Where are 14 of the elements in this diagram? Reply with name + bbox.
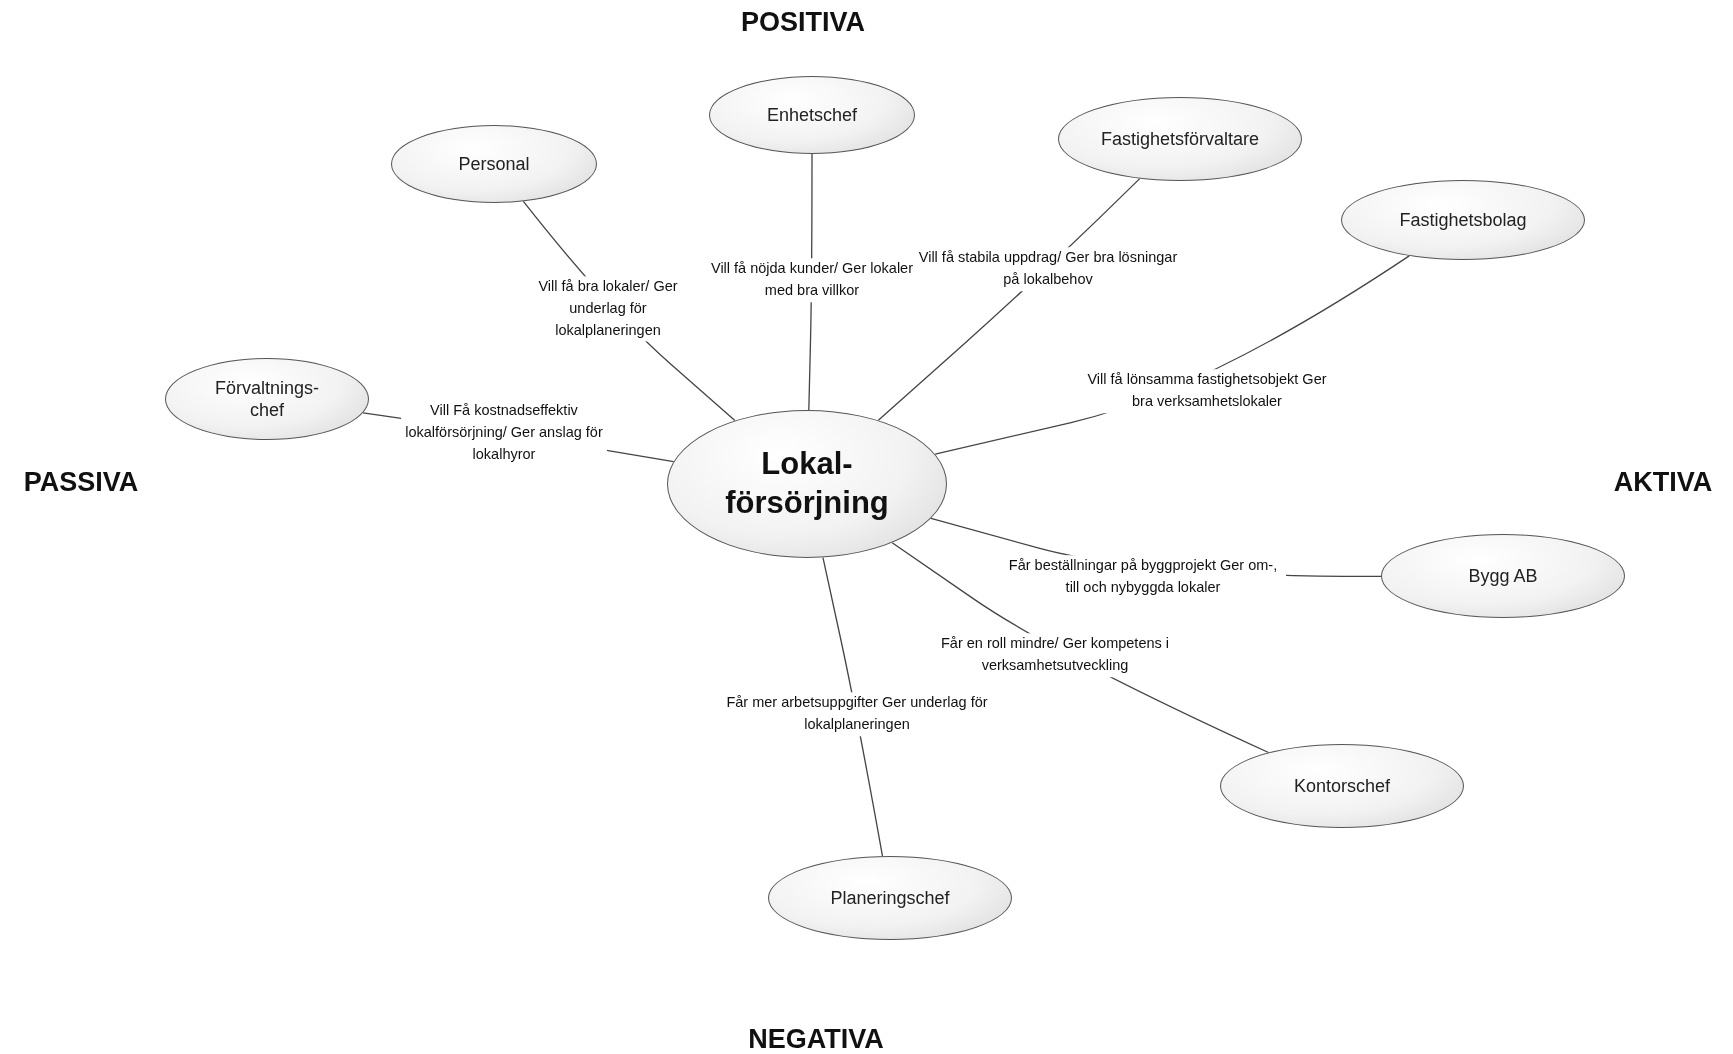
node-label: Personal [458,152,530,176]
node-label: Bygg AB [1468,564,1538,588]
axis-label: AKTIVA [1613,466,1713,498]
node-label: Fastighetsbolag [1399,208,1527,232]
node-label: Planeringschef [830,886,950,910]
axis-label: PASSIVA [23,466,139,498]
node-label: Enhetschef [766,103,858,127]
node-label: Kontorschef [1293,774,1391,798]
node-label: Fastighetsförvaltare [1100,127,1260,151]
edge-label: Vill få stabila uppdrag/ Ger bra lösningar på lokalbehov [915,247,1181,291]
node-label: Förvaltnings-chef [213,376,320,422]
axis-label: NEGATIVA [748,1023,884,1054]
axis-label: POSITIVA [741,6,865,38]
node-label: Lokal-försörjning [724,445,890,522]
